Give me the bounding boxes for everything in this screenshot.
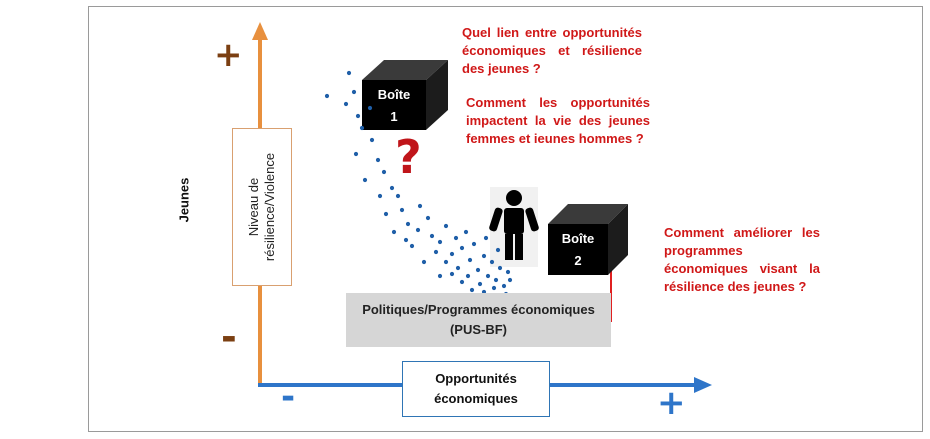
scatter-dot <box>346 70 352 76</box>
scatter-dot <box>493 277 499 283</box>
box2-face <box>548 224 608 275</box>
question-1: Quel lien entre opportunités économiques… <box>462 25 642 76</box>
x-axis-arrowhead <box>694 377 712 393</box>
y-outer-label: Jeunes <box>176 177 192 223</box>
scatter-dot <box>383 211 389 217</box>
scatter-dot <box>353 151 359 157</box>
scatter-dot <box>507 277 513 283</box>
scatter-dot <box>367 105 373 111</box>
box1-label: Boîte 1 <box>377 87 411 124</box>
scatter-dot <box>391 229 397 235</box>
scatter-dot <box>425 215 431 221</box>
question-2: Comment les opportunités impactent la vi… <box>466 95 650 146</box>
x-axis-label-box: Opportunités économiques <box>402 361 550 417</box>
scatter-dot <box>395 193 401 199</box>
scatter-dot <box>437 273 443 279</box>
scatter-dot <box>481 253 487 259</box>
scatter-dot <box>485 273 491 279</box>
scatter-dot <box>463 229 469 235</box>
scatter-dot <box>405 221 411 227</box>
scatter-dot <box>359 125 365 131</box>
scatter-dot <box>403 237 409 243</box>
box1-top <box>362 60 448 80</box>
x-plus-sign: + <box>657 383 686 423</box>
scatter-dot <box>351 89 357 95</box>
box1-face <box>362 80 426 130</box>
scatter-dot <box>381 169 387 175</box>
y-plus-sign: + <box>214 35 243 75</box>
scatter-dot <box>399 207 405 213</box>
scatter-dot <box>467 257 473 263</box>
policy-box: Politiques/Programmes économiques (PUS-B… <box>346 293 611 347</box>
y-minus-sign: - <box>221 315 237 359</box>
scatter-dot <box>455 265 461 271</box>
scatter-dot <box>501 283 507 289</box>
scatter-dot <box>495 247 501 253</box>
scatter-dot <box>505 269 511 275</box>
scatter-dot <box>453 235 459 241</box>
scatter-dot <box>465 273 471 279</box>
scatter-dot <box>389 185 395 191</box>
scatter-dot <box>477 281 483 287</box>
scatter-dot <box>343 101 349 107</box>
x-minus-sign: - <box>281 377 296 417</box>
person-icon <box>489 187 539 267</box>
y-axis-label-box: Niveau de résilience/Violence <box>232 128 292 286</box>
scatter-dot <box>421 259 427 265</box>
y-axis-arrowhead <box>252 22 268 40</box>
scatter-dot <box>429 233 435 239</box>
scatter-dot <box>324 93 330 99</box>
diagram-frame <box>88 6 923 432</box>
scatter-dot <box>377 193 383 199</box>
scatter-dot <box>471 241 477 247</box>
scatter-dot <box>375 157 381 163</box>
y-axis-label: Niveau de résilience/Violence <box>246 152 277 262</box>
box1-side <box>426 60 448 130</box>
question-mark-icon: ? <box>395 130 422 184</box>
y-outer-label-wrap: Jeunes <box>174 177 194 223</box>
scatter-dot <box>475 267 481 273</box>
scatter-dot <box>443 259 449 265</box>
scatter-dot <box>459 279 465 285</box>
scatter-dot <box>469 287 475 293</box>
scatter-dot <box>415 227 421 233</box>
scatter-dot <box>369 137 375 143</box>
scatter-dot <box>449 251 455 257</box>
scatter-dot <box>497 265 503 271</box>
scatter-dot <box>489 259 495 265</box>
scatter-dot <box>433 249 439 255</box>
scatter-dot <box>362 177 368 183</box>
scatter-dot <box>491 285 497 291</box>
scatter-dot <box>459 245 465 251</box>
scatter-dot <box>437 239 443 245</box>
box2-side <box>608 204 628 275</box>
scatter-dot <box>409 243 415 249</box>
box2-top <box>548 204 628 224</box>
scatter-dot <box>355 113 361 119</box>
scatter-dot <box>449 271 455 277</box>
scatter-dot <box>443 223 449 229</box>
question-3: Comment améliorer les programmes économi… <box>664 225 820 294</box>
scatter-dot <box>417 203 423 209</box>
scatter-dot <box>483 235 489 241</box>
box2-label: Boîte 2 <box>561 231 595 268</box>
